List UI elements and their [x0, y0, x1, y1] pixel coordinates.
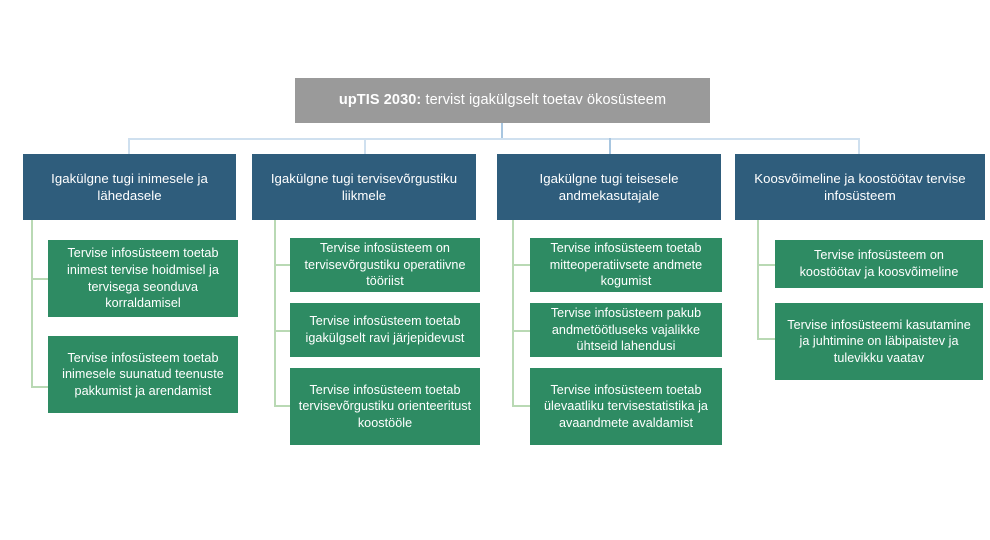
leaf-label-3-3: Tervise infosüsteem toetab ülevaatliku t… — [544, 382, 708, 430]
leaf-box-2-2[interactable]: Tervise infosüsteem toetab igakülgselt r… — [290, 303, 480, 357]
leaf-box-4-1[interactable]: Tervise infosüsteem on koostöötav ja koo… — [775, 240, 983, 288]
leaf-box-2-1[interactable]: Tervise infosüsteem on tervisevõrgustiku… — [290, 238, 480, 292]
branch-label-1: Igakülgne tugi inimesele ja lähedasele — [51, 170, 208, 203]
leaf-label-1-2: Tervise infosüsteem toetab inimesele suu… — [62, 350, 224, 398]
leaf-box-3-3[interactable]: Tervise infosüsteem toetab ülevaatliku t… — [530, 368, 722, 445]
root-title: upTIS 2030: tervist igakülgselt toetav ö… — [339, 91, 666, 110]
branch-box-2[interactable]: Igakülgne tugi tervisevõrgustiku liikmel… — [252, 154, 476, 220]
connector-leaf-stub-4-1 — [757, 264, 775, 266]
connector-branch-drop-2 — [364, 138, 366, 154]
branch-label-2: Igakülgne tugi tervisevõrgustiku liikmel… — [270, 170, 458, 203]
branch-box-1[interactable]: Igakülgne tugi inimesele ja lähedasele — [23, 154, 236, 220]
connector-branch-drop-1 — [128, 138, 130, 154]
connector-leaf-stub-1-1 — [31, 278, 49, 280]
leaf-label-1-1: Tervise infosüsteem toetab inimest tervi… — [67, 246, 219, 311]
leaf-label-2-2: Tervise infosüsteem toetab igakülgselt r… — [305, 314, 465, 345]
connector-branch-drop-4 — [858, 138, 860, 154]
branch-box-4[interactable]: Koosvõimeline ja koostöötav tervise info… — [735, 154, 985, 220]
branch-label-4: Koosvõimeline ja koostöötav tervise info… — [754, 170, 966, 203]
connector-leaf-stub-1-2 — [31, 386, 49, 388]
connector-branch-bus — [128, 138, 859, 140]
connector-leaf-stub-4-2 — [757, 338, 775, 340]
leaf-box-3-1[interactable]: Tervise infosüsteem toetab mitteoperatii… — [530, 238, 722, 292]
leaf-box-4-2[interactable]: Tervise infosüsteemi kasutamine ja juhti… — [775, 303, 983, 380]
leaf-box-2-3[interactable]: Tervise infosüsteem toetab tervisevõrgus… — [290, 368, 480, 445]
connector-leaf-stub-2-2 — [274, 330, 291, 332]
leaf-label-2-1: Tervise infosüsteem on tervisevõrgustiku… — [304, 241, 466, 289]
connector-leaf-spine-4 — [757, 220, 759, 340]
connector-leaf-stub-3-1 — [512, 264, 530, 266]
connector-branch-drop-3 — [609, 138, 611, 154]
leaf-label-3-2: Tervise infosüsteem pakub andmetöötlusek… — [550, 306, 702, 354]
root-title-strong: upTIS 2030: — [338, 91, 422, 108]
connector-leaf-spine-3 — [512, 220, 514, 407]
connector-leaf-stub-2-3 — [274, 405, 291, 407]
connector-leaf-spine-2 — [274, 220, 276, 407]
branch-label-3: Igakülgne tugi teisesele andmekasutajale — [539, 170, 679, 203]
root-title-rest: tervist igakülgselt toetav ökosüsteem — [421, 91, 667, 108]
leaf-label-3-1: Tervise infosüsteem toetab mitteoperatii… — [549, 241, 703, 289]
leaf-box-1-2[interactable]: Tervise infosüsteem toetab inimesele suu… — [48, 336, 238, 413]
leaf-label-4-1: Tervise infosüsteem on koostöötav ja koo… — [799, 248, 959, 279]
leaf-box-1-1[interactable]: Tervise infosüsteem toetab inimest tervi… — [48, 240, 238, 317]
leaf-label-2-3: Tervise infosüsteem toetab tervisevõrgus… — [298, 382, 472, 430]
connector-leaf-spine-1 — [31, 220, 33, 388]
branch-box-3[interactable]: Igakülgne tugi teisesele andmekasutajale — [497, 154, 721, 220]
leaf-box-3-2[interactable]: Tervise infosüsteem pakub andmetöötlusek… — [530, 303, 722, 357]
root-box: upTIS 2030: tervist igakülgselt toetav ö… — [295, 78, 710, 123]
connector-leaf-stub-3-2 — [512, 330, 530, 332]
connector-leaf-stub-2-1 — [274, 264, 291, 266]
connector-leaf-stub-3-3 — [512, 405, 530, 407]
connector-root-drop — [501, 123, 503, 139]
leaf-label-4-2: Tervise infosüsteemi kasutamine ja juhti… — [787, 317, 971, 365]
